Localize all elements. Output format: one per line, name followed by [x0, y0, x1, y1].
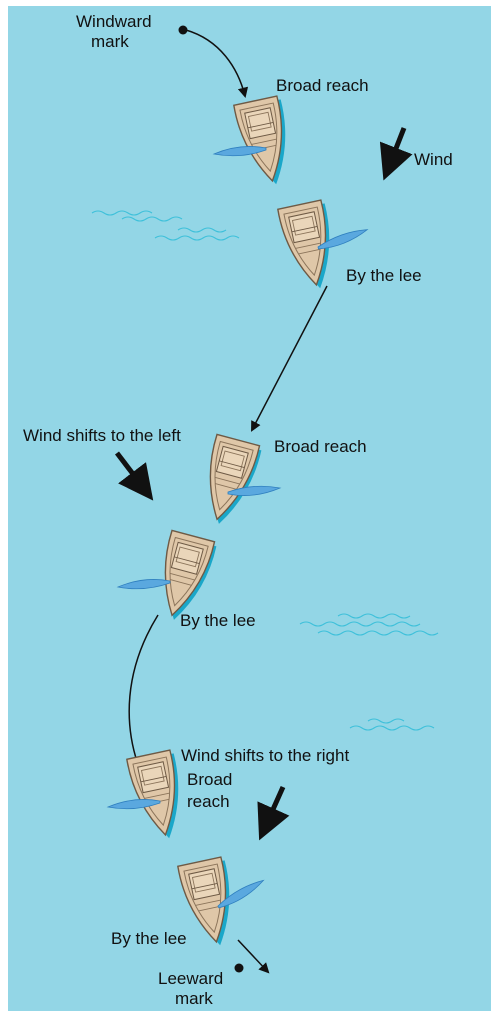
windward-mark-dot	[179, 26, 188, 35]
broad-reach-label-2: Broad reach	[274, 437, 367, 456]
wind-shift-left-label: Wind shifts to the left	[23, 426, 181, 445]
wind-label: Wind	[414, 150, 453, 169]
by-the-lee-label-1: By the lee	[346, 266, 422, 285]
by-the-lee-label-3: By the lee	[111, 929, 187, 948]
by-the-lee-label-2: By the lee	[180, 611, 256, 630]
leeward-mark-dot	[235, 964, 244, 973]
broad-reach-label-1: Broad reach	[276, 76, 369, 95]
wind-shift-right-label: Wind shifts to the right	[181, 746, 349, 765]
